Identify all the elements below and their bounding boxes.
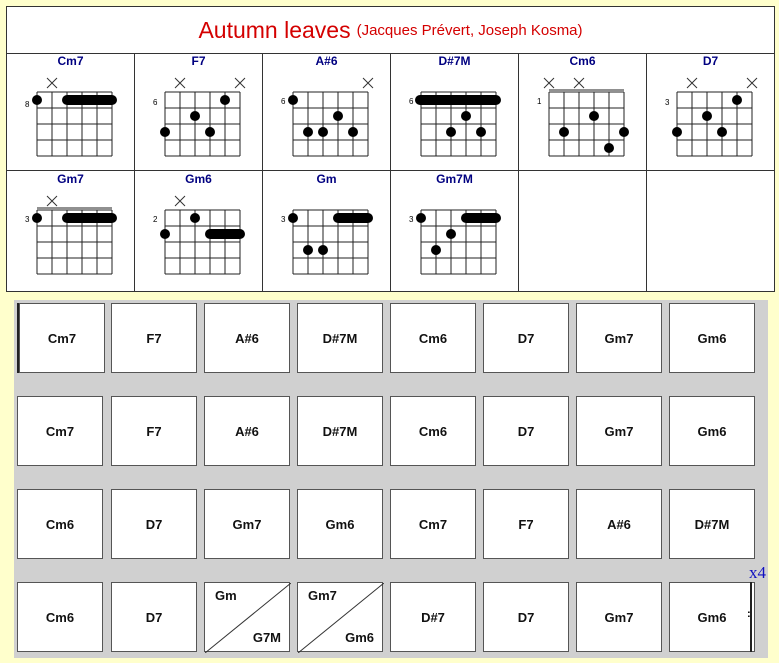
fret-number: 1 — [537, 97, 542, 106]
chord-name: D#7M — [438, 54, 471, 68]
fret-number: 3 — [665, 98, 670, 107]
fret-number: 8 — [25, 100, 30, 109]
bar-cell[interactable]: F7 — [111, 396, 197, 466]
bar-cell[interactable]: D7 — [483, 303, 569, 373]
bar-cell[interactable]: Gm7 — [576, 582, 662, 652]
chord-name: F7 — [191, 54, 206, 68]
bar-cell[interactable]: D#7 — [390, 582, 476, 652]
bar-cell[interactable]: Gm6 — [669, 396, 755, 466]
title-row: Autumn leaves (Jacques Prévert, Joseph K… — [7, 7, 774, 54]
repeat-end-barline — [750, 582, 752, 652]
fret-number: 3 — [409, 215, 414, 224]
chord-diagram-gm7: Gm7 3 — [7, 171, 135, 291]
chord-name: Gm6 — [185, 172, 212, 186]
chord-name: Gm — [316, 172, 337, 186]
bar-cell[interactable]: Gm6 — [297, 489, 383, 559]
fret-number: 3 — [25, 215, 30, 224]
bar-cell[interactable]: Cm7 — [390, 489, 476, 559]
bar-cell[interactable]: Gm6 — [669, 303, 755, 373]
empty-chord-cell — [647, 171, 774, 291]
bar-cell[interactable]: D7 — [111, 582, 197, 652]
split-bar-second-chord: G7M — [252, 630, 281, 645]
bar-cell[interactable]: D#7M — [297, 303, 383, 373]
split-bar-first-chord: Gm7 — [308, 588, 337, 603]
chord-diagram-gm6: Gm6 2 — [135, 171, 263, 291]
song-authors: (Jacques Prévert, Joseph Kosma) — [356, 21, 583, 39]
chord-grid: : Cm7 F7 A#6 D#7M Cm6 D7 Gm7 Gm6 Cm7 F7 … — [14, 300, 768, 658]
chord-diagram-gm7m: Gm7M 3 — [391, 171, 519, 291]
chord-diagram-gm: Gm 3 — [263, 171, 391, 291]
fret-number: 2 — [153, 215, 158, 224]
bar-cell[interactable]: F7 — [111, 303, 197, 373]
bar-cell[interactable]: Cm6 — [390, 303, 476, 373]
bar-cell[interactable]: Gm7 — [204, 489, 290, 559]
chord-name: Gm7M — [436, 172, 473, 186]
bar-cell[interactable]: Gm7 — [576, 303, 662, 373]
chord-name: A#6 — [315, 54, 338, 68]
fret-number: 6 — [409, 97, 414, 106]
chord-name: D7 — [702, 54, 719, 68]
split-bar-cell[interactable]: Gm7 Gm6 — [297, 582, 384, 653]
chord-name: Gm7 — [57, 172, 84, 186]
fret-number: 6 — [281, 97, 286, 106]
split-bar-second-chord: Gm6 — [345, 630, 374, 645]
bar-cell[interactable]: F7 — [483, 489, 569, 559]
chord-diagram-a-sharp-6: A#6 6 — [263, 53, 391, 171]
chord-diagram-cm6: Cm6 1 — [519, 53, 647, 171]
bar-cell[interactable]: D#7M — [297, 396, 383, 466]
empty-chord-cell — [519, 171, 647, 291]
bar-cell[interactable]: A#6 — [204, 396, 290, 466]
bar-cell[interactable]: A#6 — [576, 489, 662, 559]
split-bar-first-chord: Gm — [215, 588, 237, 603]
repeat-count: x4 — [749, 563, 766, 582]
bar-cell[interactable]: Gm7 — [576, 396, 662, 466]
chord-name: Cm7 — [57, 54, 84, 68]
bar-cell[interactable]: Cm7 — [19, 303, 105, 373]
repeat-start-barline — [17, 303, 19, 373]
bar-cell[interactable]: Cm6 — [390, 396, 476, 466]
bar-cell[interactable]: Cm6 — [17, 582, 103, 652]
bar-cell[interactable]: Cm6 — [17, 489, 103, 559]
chord-diagram-d7: D7 3 — [647, 53, 774, 171]
bar-cell[interactable]: Cm7 — [17, 396, 103, 466]
chord-diagrams-panel: Autumn leaves (Jacques Prévert, Joseph K… — [6, 6, 775, 292]
chord-diagram-d-sharp-7m: D#7M 6 — [391, 53, 519, 171]
chord-name: Cm6 — [569, 54, 596, 68]
bar-cell[interactable]: D7 — [483, 582, 569, 652]
bar-cell[interactable]: D7 — [483, 396, 569, 466]
chord-diagram-f7: F7 6 — [135, 53, 263, 171]
bar-cell[interactable]: A#6 — [204, 303, 290, 373]
bar-cell[interactable]: D#7M — [669, 489, 755, 559]
bar-cell[interactable]: Gm6 — [669, 582, 755, 652]
fret-number: 6 — [153, 98, 158, 107]
repeat-end-mark: : — [747, 608, 751, 620]
split-bar-cell[interactable]: Gm G7M — [204, 582, 291, 653]
fret-number: 3 — [281, 215, 286, 224]
bar-cell[interactable]: D7 — [111, 489, 197, 559]
chord-diagram-cm7: Cm7 8 — [7, 53, 135, 171]
song-title: Autumn leaves — [198, 16, 351, 43]
